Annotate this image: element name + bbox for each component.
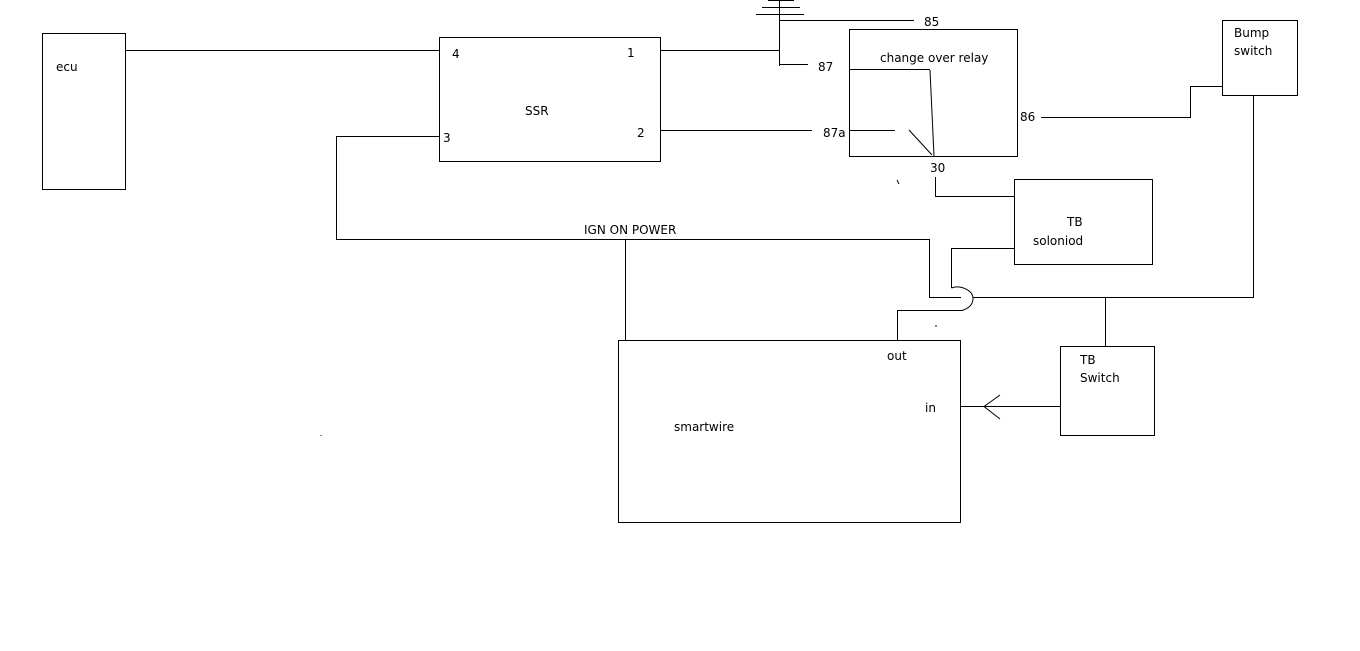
ssr-pin-1: 1 <box>627 46 635 60</box>
change-over-relay: change over relay 86 <box>849 29 1035 157</box>
ssr-pin-4: 4 <box>452 47 460 61</box>
smartwire-label: smartwire <box>674 420 734 434</box>
ign-on-power-label: IGN ON POWER <box>584 223 676 237</box>
ssr-pin-2: 2 <box>637 126 645 140</box>
connector-symbol <box>983 394 1001 420</box>
wire-solenoid-out <box>951 248 1014 288</box>
wire-30-solenoid <box>935 177 1014 197</box>
ecu-label: ecu <box>56 60 78 74</box>
tb-switch-box: TB Switch <box>1060 346 1155 436</box>
bump-label-1: Bump <box>1234 26 1269 40</box>
wire-86-bump <box>1041 86 1222 118</box>
wire-ign-on-power <box>336 136 961 298</box>
smartwire-port-out: out <box>887 349 907 363</box>
solenoid-label-1: TB <box>1066 215 1083 229</box>
tb-solenoid-box: TB soloniod <box>1014 179 1153 265</box>
relay-pin-85: 85 <box>924 15 939 29</box>
bump-label-2: switch <box>1234 44 1272 58</box>
tb-switch-label-1: TB <box>1079 353 1096 367</box>
relay-label: change over relay <box>880 51 988 65</box>
bump-switch-box: Bump switch <box>1222 20 1298 96</box>
smartwire-port-in: in <box>925 401 936 415</box>
tb-switch-label-2: Switch <box>1080 371 1120 385</box>
ground-symbol <box>756 0 804 66</box>
ssr-box: SSR 4 1 3 2 <box>439 37 661 162</box>
ecu-box: ecu <box>42 33 126 190</box>
ssr-label: SSR <box>525 104 549 118</box>
relay-pin-86: 86 <box>1020 110 1035 124</box>
smartwire-box: smartwire out in <box>618 340 961 523</box>
relay-pin-87: 87 <box>818 60 833 74</box>
stray-mark <box>896 179 900 185</box>
ssr-pin-3: 3 <box>443 131 451 145</box>
relay-pin-30: 30 <box>930 161 945 175</box>
wire-hop <box>897 286 974 311</box>
solenoid-label-2: soloniod <box>1033 234 1083 248</box>
relay-pin-87a: 87a <box>823 126 846 140</box>
